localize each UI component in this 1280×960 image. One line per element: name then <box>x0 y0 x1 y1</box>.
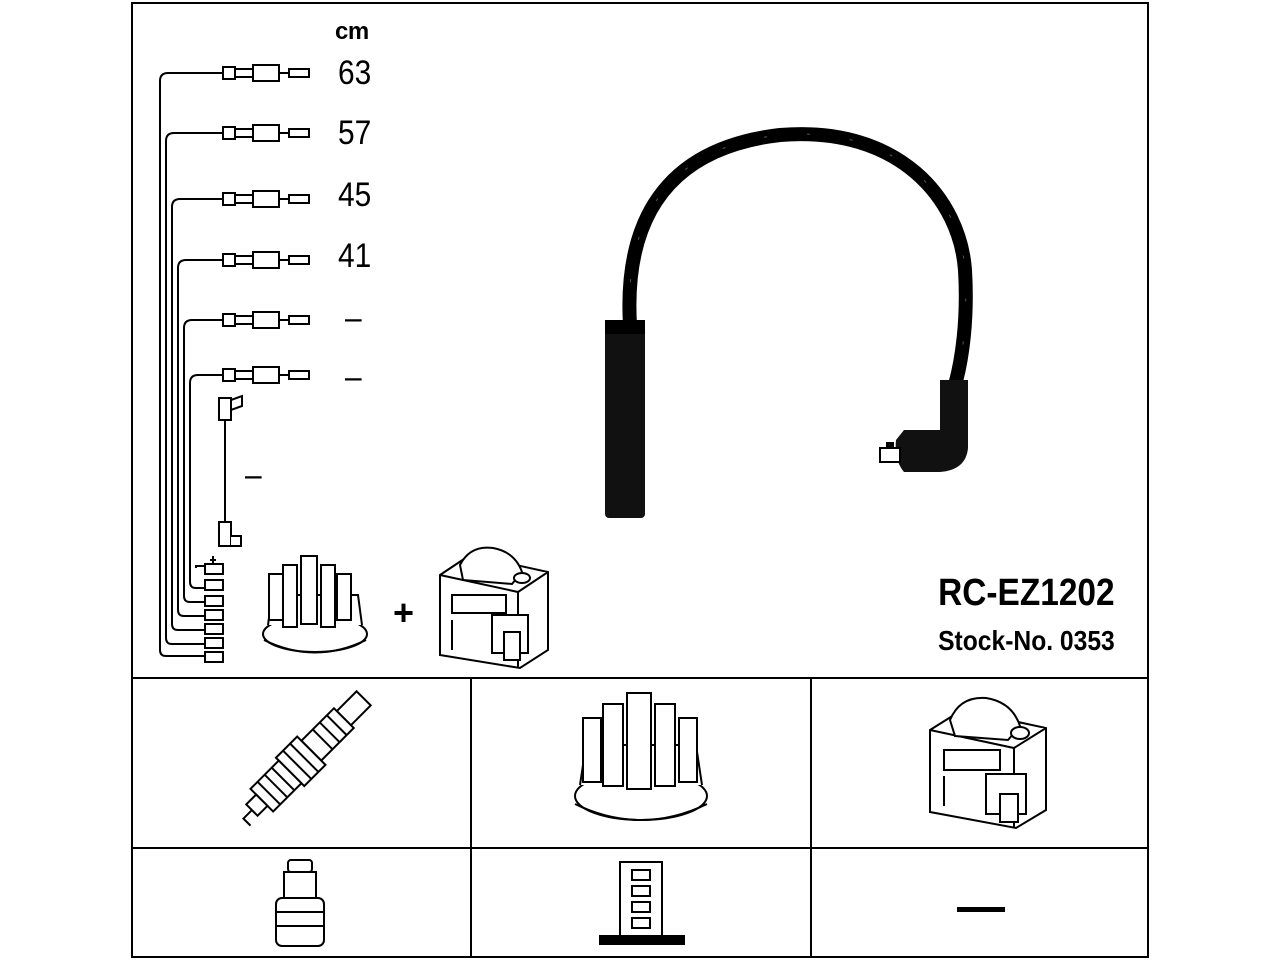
main-lead-illustration <box>605 127 973 518</box>
plug-terminal-icon <box>275 859 325 947</box>
lead-57 <box>165 124 310 645</box>
length-label: 45 <box>338 176 372 214</box>
unit-label: cm <box>335 18 369 45</box>
ignition-coil-icon <box>929 696 1047 830</box>
distributor-cap-icon <box>574 692 708 821</box>
lead-41 <box>177 251 310 617</box>
terminal-stack <box>204 556 224 663</box>
length-label: 57 <box>338 114 372 152</box>
spark-plug-icon <box>242 689 373 827</box>
coil-lead <box>195 394 243 568</box>
lead-5 <box>183 311 310 603</box>
plus-sign: + <box>393 592 415 633</box>
length-label: – <box>345 299 362 337</box>
distributor-cap-small-icon <box>262 555 368 654</box>
length-label: 63 <box>338 54 372 92</box>
coil-lead-length: – <box>245 456 262 494</box>
ignition-coil-small-icon <box>439 546 549 670</box>
lead-bundle <box>159 64 310 663</box>
lead-63 <box>159 64 310 657</box>
stock-number: Stock-No. 0353 <box>938 625 1115 656</box>
coil-connector-none <box>957 907 1005 912</box>
component-grid <box>131 677 1149 958</box>
cap-terminal-icon <box>599 861 685 945</box>
length-label: 41 <box>338 237 372 275</box>
product-code: RC-EZ1202 <box>938 572 1115 614</box>
length-label: – <box>345 358 362 396</box>
lead-6 <box>189 366 310 589</box>
lead-45 <box>171 190 310 631</box>
